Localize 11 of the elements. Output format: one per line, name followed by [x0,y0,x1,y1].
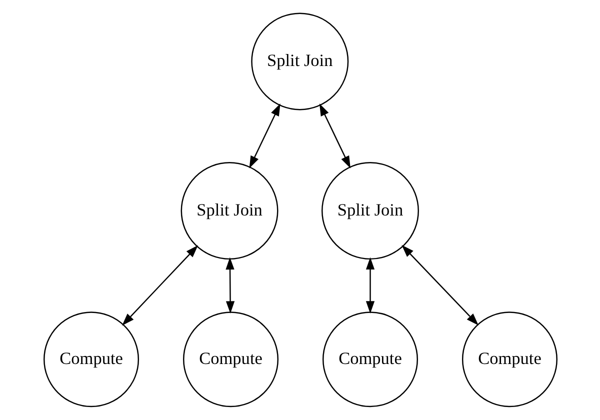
node-circle: Split Join [250,12,348,110]
node-circle: Split Join [180,162,278,260]
arrow [225,257,234,314]
node-circle: Split Join [321,162,418,260]
arrow [122,245,198,326]
arrow [318,103,350,168]
arrow [401,244,478,326]
node-circle: Compute [322,312,418,408]
arrow [365,257,374,314]
node-circle: Compute [182,312,278,408]
arrow [248,103,280,168]
